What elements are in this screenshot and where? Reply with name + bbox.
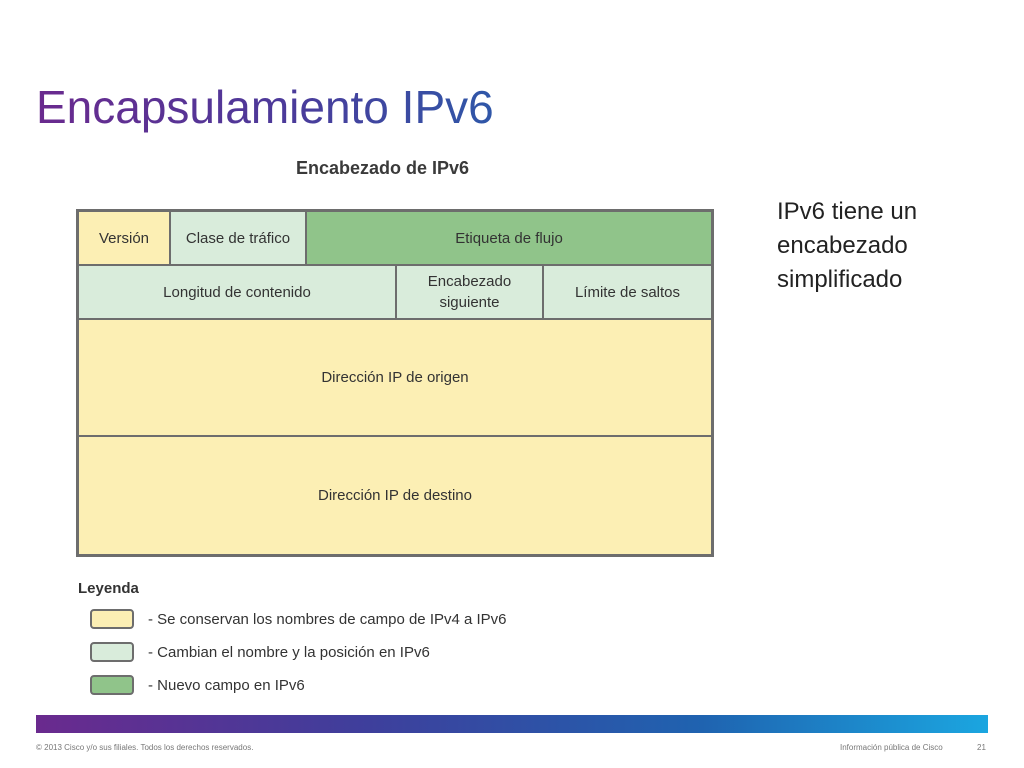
slide-title: Encapsulamiento IPv6 xyxy=(36,78,494,136)
diagram-title: Encabezado de IPv6 xyxy=(296,158,470,178)
footer-page-number: 21 xyxy=(977,743,986,752)
field-hop-limit-label: Límite de saltos xyxy=(574,283,681,301)
field-destination-address-label: Dirección IP de destino xyxy=(318,487,472,504)
field-traffic-class-label: Clase de tráfico xyxy=(185,229,291,247)
legend-label: - Nuevo campo en IPv6 xyxy=(148,676,305,694)
legend-item-new: - Nuevo campo en IPv6 xyxy=(90,673,305,697)
field-hop-limit: Límite de saltos xyxy=(543,265,712,319)
bottom-gradient-bar xyxy=(36,715,988,733)
footer-classification: Información pública de Cisco xyxy=(840,743,943,752)
legend-label: - Se conservan los nombres de campo de I… xyxy=(148,610,507,628)
field-flow-label: Etiqueta de flujo xyxy=(306,211,712,265)
field-version-label: Versión xyxy=(98,229,150,247)
field-version: Versión xyxy=(78,211,170,265)
field-source-address: Dirección IP de origen xyxy=(78,319,712,436)
side-note-line-1: IPv6 tiene un xyxy=(777,198,918,225)
field-traffic-class: Clase de tráfico xyxy=(170,211,306,265)
legend-title: Leyenda xyxy=(78,580,139,597)
side-note: IPv6 tiene un encabezado simplificado xyxy=(777,195,997,297)
field-payload-length: Longitud de contenido xyxy=(78,265,396,319)
field-next-header-label-2: siguiente xyxy=(439,294,500,311)
legend-item-changed: - Cambian el nombre y la posición en IPv… xyxy=(90,640,430,664)
field-payload-length-label: Longitud de contenido xyxy=(163,283,311,301)
field-flow-label-label: Etiqueta de flujo xyxy=(455,229,563,247)
legend-item-kept: - Se conservan los nombres de campo de I… xyxy=(90,607,507,631)
field-next-header: Encabezado siguiente xyxy=(396,265,543,319)
side-note-line-2: encabezado xyxy=(777,232,908,259)
field-destination-address: Dirección IP de destino xyxy=(78,436,712,555)
legend-swatch-light-green xyxy=(90,642,134,662)
legend-label: - Cambian el nombre y la posición en IPv… xyxy=(148,643,430,661)
field-source-address-label: Dirección IP de origen xyxy=(321,369,469,386)
ipv6-header-diagram: Versión Clase de tráfico Etiqueta de flu… xyxy=(76,209,714,557)
legend-swatch-green xyxy=(90,675,134,695)
legend-swatch-yellow xyxy=(90,609,134,629)
field-next-header-label-1: Encabezado xyxy=(427,273,512,290)
footer-copyright: © 2013 Cisco y/o sus filiales. Todos los… xyxy=(36,743,254,752)
side-note-line-3: simplificado xyxy=(777,266,903,293)
